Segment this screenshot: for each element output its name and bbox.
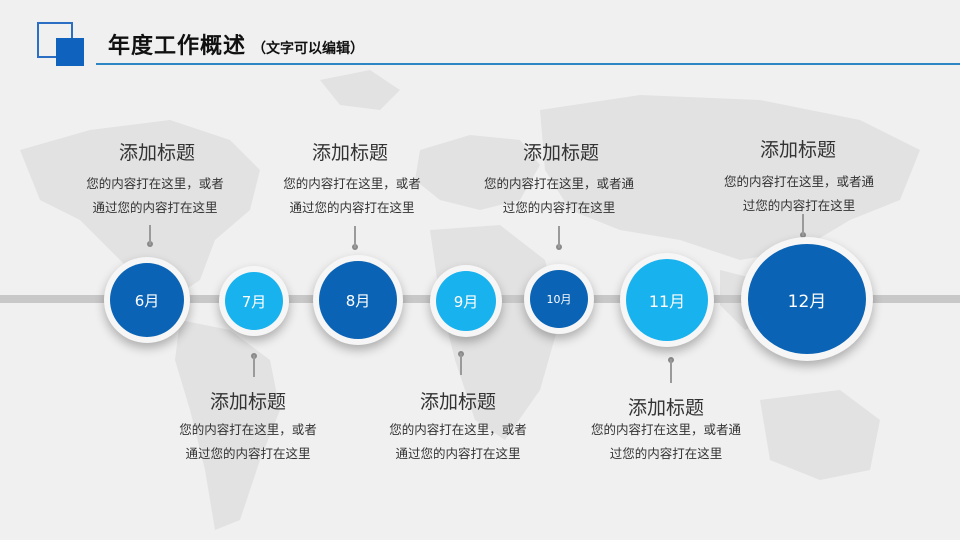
item-description-line: 您的内容打在这里，或者 xyxy=(389,422,527,437)
item-description-line: 您的内容打在这里，或者通 xyxy=(590,422,741,437)
item-description: 您的内容打在这里，或者 通过您的内容打在这里 xyxy=(353,418,563,466)
item-description: 您的内容打在这里，或者 通过您的内容打在这里 xyxy=(143,418,353,466)
item-description-line: 通过您的内容打在这里 xyxy=(395,446,521,461)
item-title: 添加标题 xyxy=(759,139,836,161)
page-title-subtitle: （文字可以编辑） xyxy=(252,41,365,57)
item-title: 添加标题 xyxy=(118,142,195,164)
month-label: 8月 xyxy=(319,261,397,339)
item-description-line: 您的内容打在这里，或者 xyxy=(179,422,317,437)
month-label: 10月 xyxy=(530,270,588,328)
month-circle-12: 12月 xyxy=(741,237,873,361)
item-description-line: 您的内容打在这里，或者 xyxy=(86,176,224,191)
item-description-line: 通过您的内容打在这里 xyxy=(289,200,415,215)
month-label: 9月 xyxy=(436,271,496,331)
connector-line xyxy=(149,225,151,245)
connector-line xyxy=(558,226,560,248)
item-title: 添加标题 xyxy=(311,142,388,164)
month-label: 12月 xyxy=(748,244,866,354)
month-circle-6: 6月 xyxy=(104,257,190,343)
item-description: 您的内容打在这里，或者通 过您的内容打在这里 xyxy=(555,418,777,466)
connector-line xyxy=(460,353,462,375)
item-description-line: 过您的内容打在这里 xyxy=(742,198,856,213)
page-title: 年度工作概述 （文字可以编辑） xyxy=(108,28,365,59)
month-circle-9: 9月 xyxy=(430,265,502,337)
item-description-line: 您的内容打在这里，或者通 xyxy=(723,174,874,189)
month-label: 11月 xyxy=(626,259,708,341)
item-description-line: 通过您的内容打在这里 xyxy=(185,446,311,461)
month-circle-7: 7月 xyxy=(219,266,289,336)
month-label: 7月 xyxy=(225,272,283,330)
header-divider xyxy=(96,63,960,65)
page-title-main: 年度工作概述 xyxy=(108,34,247,59)
connector-line xyxy=(253,355,255,377)
item-title: 添加标题 xyxy=(209,391,286,413)
item-description-line: 您的内容打在这里，或者通 xyxy=(483,176,634,191)
item-description: 您的内容打在这里，或者通 过您的内容打在这里 xyxy=(688,170,910,218)
item-description: 您的内容打在这里，或者 通过您的内容打在这里 xyxy=(50,172,260,220)
month-label: 6月 xyxy=(110,263,184,337)
month-circle-8: 8月 xyxy=(313,255,403,345)
item-description: 您的内容打在这里，或者 通过您的内容打在这里 xyxy=(247,172,457,220)
item-title: 添加标题 xyxy=(522,142,599,164)
connector-line xyxy=(670,359,672,383)
item-description: 您的内容打在这里，或者通 过您的内容打在这里 xyxy=(448,172,670,220)
item-description-line: 过您的内容打在这里 xyxy=(502,200,616,215)
item-title: 添加标题 xyxy=(419,391,496,413)
logo-filled-square xyxy=(56,38,84,66)
item-description-line: 过您的内容打在这里 xyxy=(609,446,723,461)
item-title: 添加标题 xyxy=(627,397,704,419)
item-description-line: 通过您的内容打在这里 xyxy=(92,200,218,215)
connector-line xyxy=(354,226,356,248)
connector-line xyxy=(802,214,804,236)
month-circle-11: 11月 xyxy=(620,253,714,347)
month-circle-10: 10月 xyxy=(524,264,594,334)
item-description-line: 您的内容打在这里，或者 xyxy=(283,176,421,191)
